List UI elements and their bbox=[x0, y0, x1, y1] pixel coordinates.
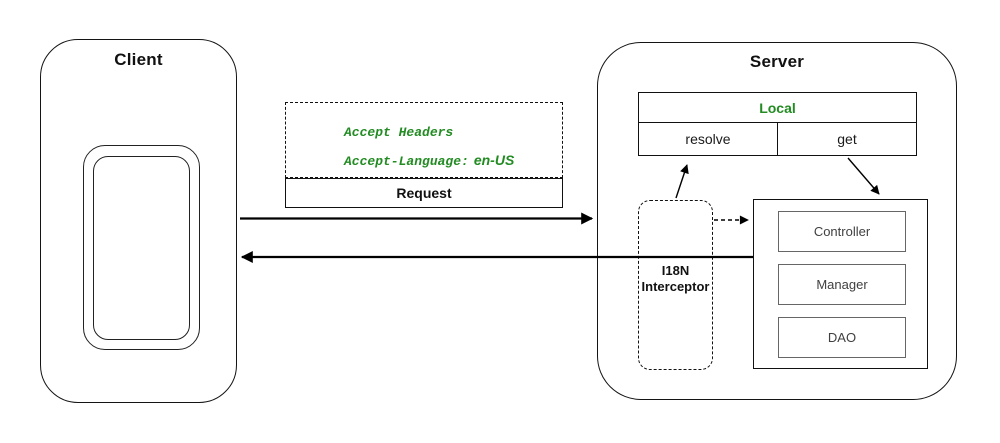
backend-box-controller: Controller bbox=[778, 211, 906, 252]
phone-icon bbox=[83, 145, 200, 350]
accept-headers-box bbox=[285, 102, 563, 178]
i18n-label-line2: Interceptor bbox=[641, 279, 710, 294]
server-container bbox=[597, 42, 957, 400]
i18n-interceptor-label: I18N Interceptor bbox=[633, 263, 718, 295]
backend-box-manager: Manager bbox=[778, 264, 906, 305]
phone-screen-icon bbox=[93, 156, 190, 340]
i18n-label-line1: I18N bbox=[661, 263, 690, 278]
client-container bbox=[40, 39, 237, 403]
accept-language-text: Accept-Language: en-US bbox=[344, 152, 514, 170]
local-cell-resolve: resolve bbox=[639, 123, 778, 155]
accept-headers-text: Accept Headers bbox=[344, 125, 454, 140]
client-title: Client bbox=[114, 50, 163, 69]
request-box: Request bbox=[285, 178, 563, 208]
accept-language-key: Accept-Language: bbox=[344, 154, 469, 169]
server-title: Server bbox=[749, 52, 805, 71]
accept-language-value: en-US bbox=[473, 152, 515, 168]
local-cell-get: get bbox=[837, 131, 857, 147]
backend-container bbox=[753, 199, 928, 369]
backend-box-dao: DAO bbox=[778, 317, 906, 358]
local-table: Local resolve get bbox=[638, 92, 917, 156]
i18n-interceptor-box bbox=[638, 200, 713, 370]
local-table-row: resolve get bbox=[639, 123, 916, 155]
local-table-header: Local bbox=[639, 93, 916, 123]
